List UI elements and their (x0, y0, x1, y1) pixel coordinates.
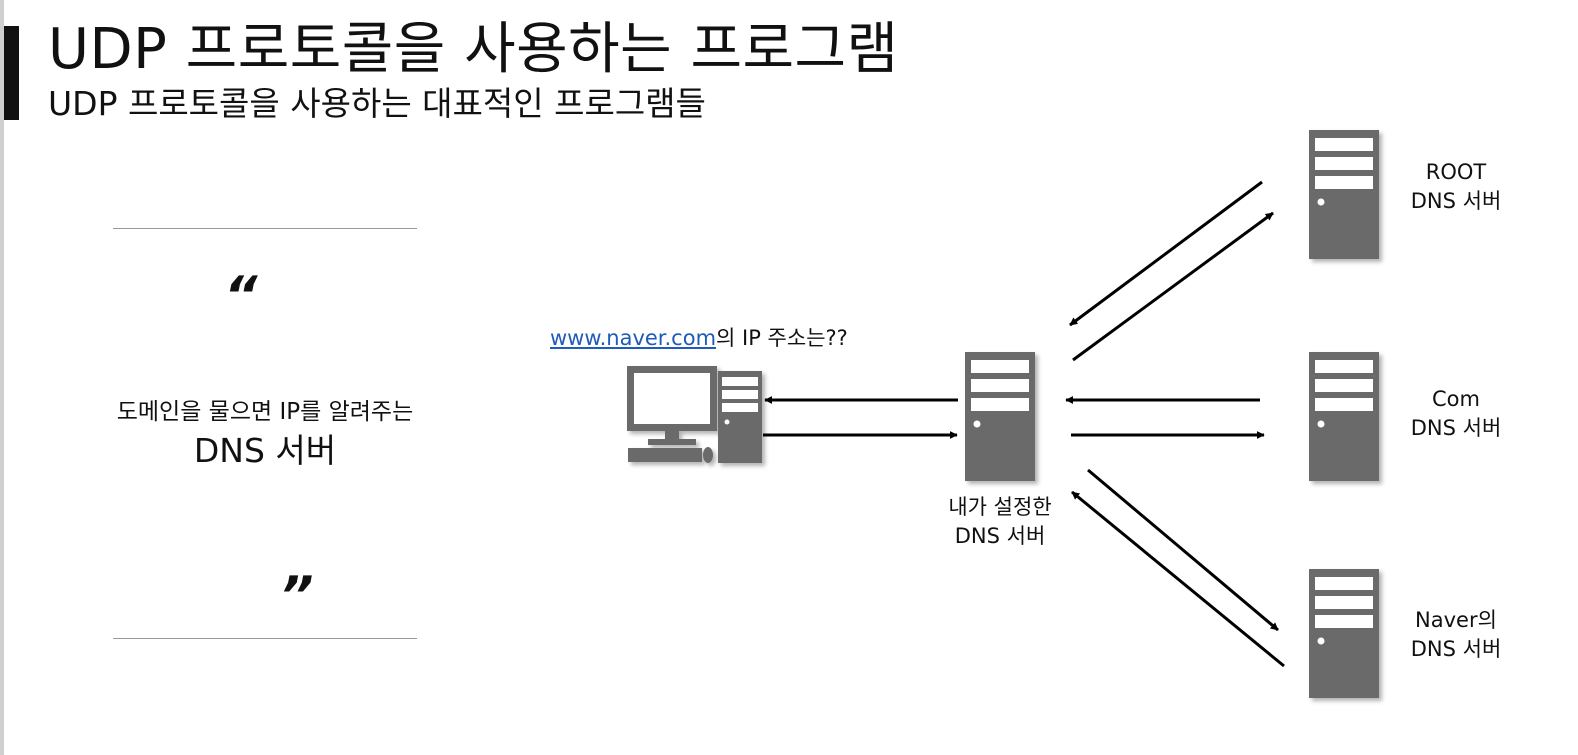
naver-dns-server-label: Naver의 DNS 서버 (1410, 608, 1502, 661)
quote-bottom-rule (113, 638, 417, 639)
keyboard (628, 448, 702, 462)
slide-title: UDP 프로토콜을 사용하는 프로그램 (48, 17, 899, 82)
slide-left-border (0, 0, 4, 755)
arrow-local-to-root (1072, 211, 1274, 362)
com-dns-server-icon (1309, 352, 1379, 481)
arrow-local-to-naver (1087, 468, 1279, 632)
root-dns-server-label: ROOT DNS 서버 (1410, 160, 1502, 213)
query-text-rest: 의 IP 주소는?? (716, 326, 848, 350)
title-accent-bar (4, 26, 19, 120)
root-dns-server-icon (1309, 130, 1379, 259)
local-dns-server-label: 내가 설정한 DNS 서버 (948, 495, 1052, 548)
quote-line-2: DNS 서버 (193, 431, 337, 470)
monitor-screen (634, 373, 710, 424)
close-quote-mark: ” (280, 566, 314, 626)
monitor-base (648, 439, 696, 445)
arrow-root-to-local (1069, 180, 1263, 327)
pc-tower (718, 371, 762, 463)
naver-dns-server-icon (1309, 569, 1379, 698)
arrow-naver-to-local (1071, 490, 1285, 668)
mouse (703, 447, 713, 463)
quote-top-rule (113, 228, 417, 229)
monitor-neck (665, 431, 679, 440)
com-dns-server-label: Com DNS 서버 (1410, 387, 1502, 440)
local-dns-server-icon (965, 352, 1035, 481)
slide-subtitle: UDP 프로토콜을 사용하는 대표적인 프로그램들 (48, 84, 706, 123)
query-domain-link[interactable]: www.naver.com (550, 326, 717, 350)
open-quote-mark: “ (224, 266, 258, 326)
dns-query-text: www.naver.com의 IP 주소는?? (550, 322, 848, 352)
client-computer-icon (627, 366, 762, 463)
quote-line-1: 도메인을 물으면 IP를 알려주는 (116, 399, 414, 425)
